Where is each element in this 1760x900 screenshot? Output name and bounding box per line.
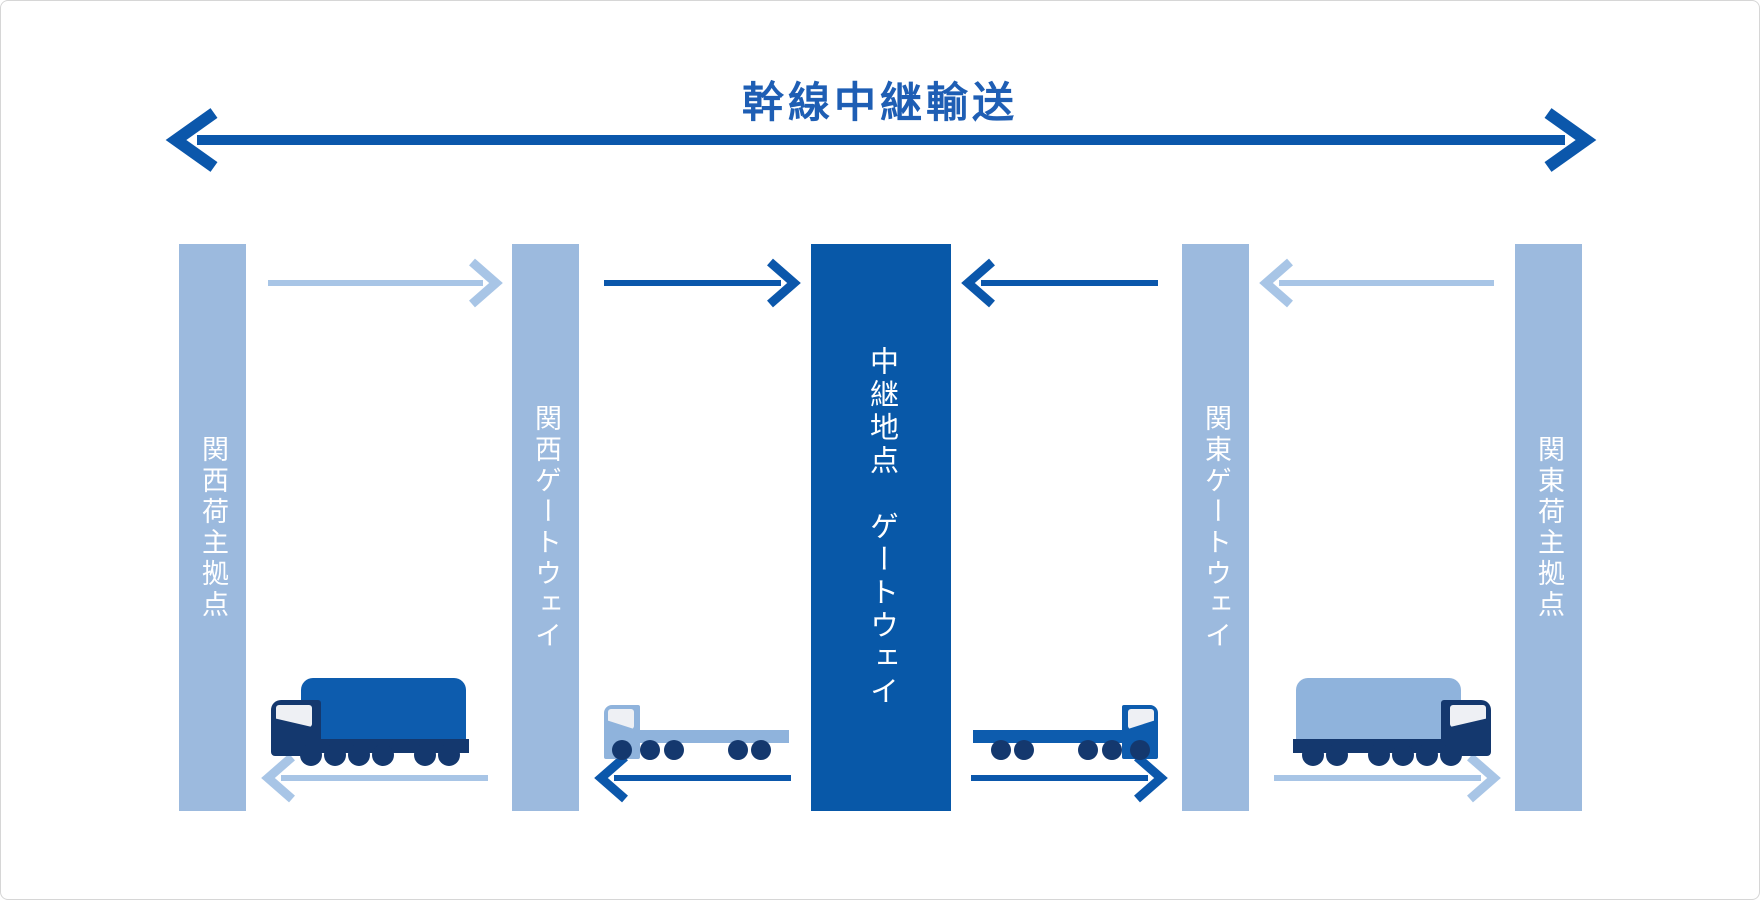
bottom-arrow-relay-to-kanto-base bbox=[1274, 753, 1501, 803]
bar-kansai-shipper-base: 関西荷主拠点 bbox=[179, 244, 246, 811]
bar-label-kanto-shipper-base: 関東荷主拠点 bbox=[1534, 434, 1564, 621]
box-truck-kansai-icon bbox=[271, 676, 471, 768]
bar-kansai-gateway: 関西ゲートウェイ bbox=[512, 244, 579, 811]
bar-label-kanto-gateway: 関東ゲートウェイ bbox=[1201, 403, 1231, 652]
bar-kanto-gateway: 関東ゲートウェイ bbox=[1182, 244, 1249, 811]
bar-kanto-shipper-base: 関東荷主拠点 bbox=[1515, 244, 1582, 811]
main-trunk-double-arrow bbox=[165, 108, 1597, 172]
box-truck-kanto-icon bbox=[1291, 676, 1491, 768]
bottom-arrow-relay-to-kansai-gateway bbox=[594, 753, 791, 803]
top-arrow-kanto-base-to-gateway bbox=[1259, 258, 1494, 308]
bar-label-relay-point-gateway: 中継地点 ゲートウェイ bbox=[865, 346, 898, 709]
flatbed-truck-kansai-icon bbox=[604, 705, 789, 763]
bar-label-kansai-shipper-base: 関西荷主拠点 bbox=[198, 434, 228, 621]
diagram-title: 幹線中継輸送 bbox=[741, 79, 1018, 126]
flatbed-truck-kanto-icon bbox=[973, 705, 1158, 763]
bar-label-kansai-gateway: 関西ゲートウェイ bbox=[531, 403, 561, 652]
top-arrow-kansai-base-to-gateway bbox=[268, 258, 503, 308]
top-arrow-kanto-gateway-to-relay bbox=[961, 258, 1158, 308]
top-arrow-kansai-gateway-to-relay bbox=[604, 258, 801, 308]
bottom-arrow-relay-to-kansai-base bbox=[261, 753, 488, 803]
bar-relay-point-gateway: 中継地点 ゲートウェイ bbox=[811, 244, 951, 811]
bottom-arrow-relay-to-kanto-gateway bbox=[971, 753, 1168, 803]
